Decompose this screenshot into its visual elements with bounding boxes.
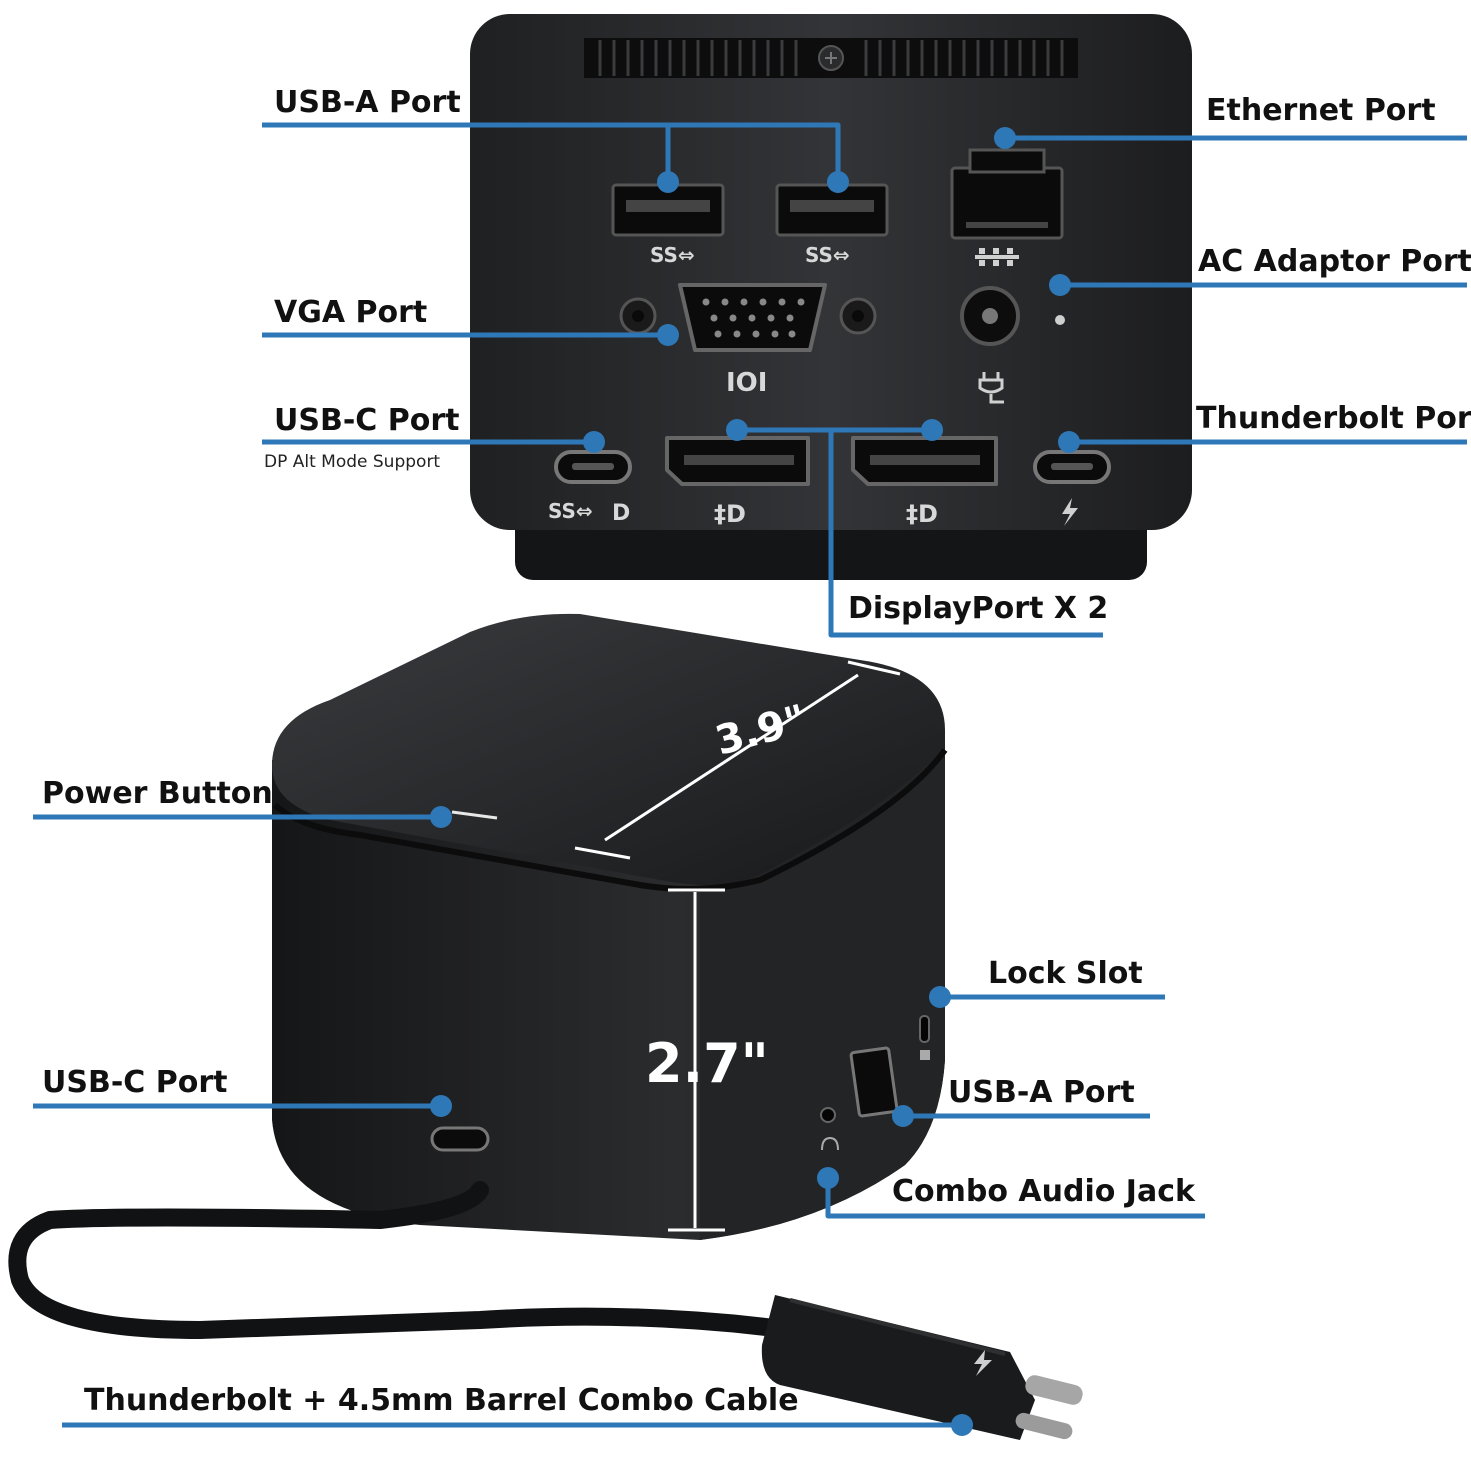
status-led xyxy=(1055,315,1065,325)
cable-connector xyxy=(761,1295,1035,1440)
height-dimension-label: 2.7" xyxy=(645,1032,769,1095)
label-combo-audio-jack: Combo Audio Jack xyxy=(892,1174,1196,1209)
front-view-dock: 3.9" 2.7" xyxy=(8,613,1083,1440)
audio-jack xyxy=(820,1107,836,1123)
plug-icon xyxy=(978,372,1004,404)
vent-slats xyxy=(598,40,1064,76)
label-thunderbolt-port: Thunderbolt Port xyxy=(1196,401,1471,436)
displayport-small-icon: D xyxy=(612,501,630,526)
label-usb-a-port-top: USB-A Port xyxy=(274,85,461,120)
label-usb-c-port-front: USB-C Port xyxy=(42,1065,227,1100)
usb-ss-icon: SS⇔ xyxy=(805,243,850,267)
label-lock-slot: Lock Slot xyxy=(988,956,1143,991)
barrel-plug xyxy=(1015,1412,1073,1440)
usb-c-plug xyxy=(1025,1375,1083,1405)
label-usb-a-port-side: USB-A Port xyxy=(948,1075,1135,1110)
lock-icon xyxy=(920,1050,930,1060)
network-icon xyxy=(975,248,1019,266)
label-dp-alt-mode: DP Alt Mode Support xyxy=(264,452,440,472)
callout-dots xyxy=(430,127,1080,1436)
displayport-icon: ‡D xyxy=(714,500,746,528)
label-ethernet-port: Ethernet Port xyxy=(1206,93,1436,128)
label-combo-cable: Thunderbolt + 4.5mm Barrel Combo Cable xyxy=(84,1383,799,1418)
height-dimension xyxy=(668,888,725,1232)
lock-slot xyxy=(919,1015,930,1043)
vga-icon: IOI xyxy=(726,368,767,398)
headset-icon xyxy=(821,1136,839,1151)
displayport-icon: ‡D xyxy=(906,500,938,528)
label-vga-port: VGA Port xyxy=(274,295,427,330)
dock-lid-seam xyxy=(272,748,948,892)
callout-lines xyxy=(33,122,1467,1428)
label-displayport: DisplayPort X 2 xyxy=(848,591,1108,626)
usb-ss-icon: SS⇔ xyxy=(548,499,593,523)
label-power-button: Power Button xyxy=(42,776,273,811)
combo-cable xyxy=(8,1181,799,1340)
thunderbolt-icon xyxy=(1062,498,1078,526)
width-dimension xyxy=(574,660,901,860)
usb-a-port-side xyxy=(849,1046,899,1118)
usb-c-port-front xyxy=(430,1126,490,1152)
usb-ss-icon: SS⇔ xyxy=(650,243,695,267)
label-ac-adaptor-port: AC Adaptor Port xyxy=(1198,244,1471,279)
thunderbolt-icon xyxy=(974,1350,992,1376)
label-usb-c-port-top: USB-C Port xyxy=(274,403,459,438)
power-button-light xyxy=(451,810,498,820)
